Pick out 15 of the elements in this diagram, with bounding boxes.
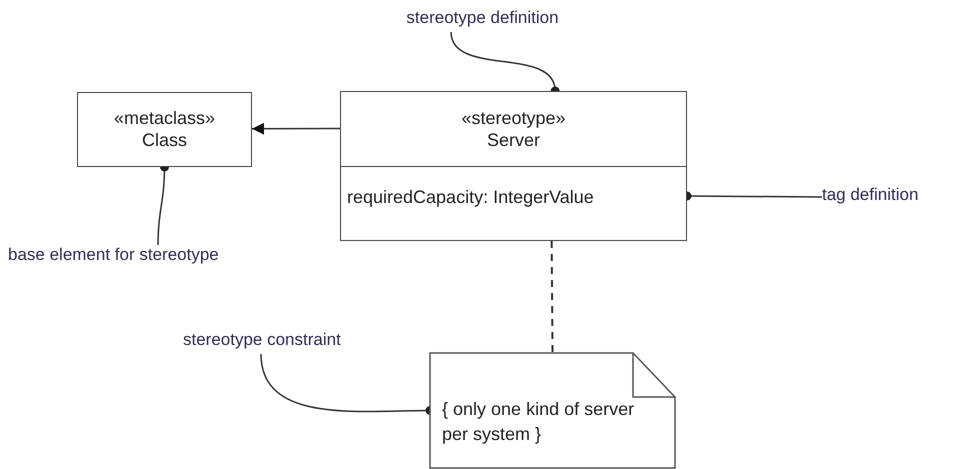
attribute-text: requiredCapacity: IntegerValue (346, 186, 595, 208)
callout-label: tag definition (822, 185, 952, 209)
stereotype-keyword: «metaclass» (114, 107, 216, 129)
callout-label: stereotype constraint (183, 330, 378, 354)
extension-arrow (252, 122, 340, 135)
class-name: Server (486, 129, 540, 151)
class-box (77, 92, 252, 167)
dependency-line (550, 241, 554, 353)
callout-label: stereotype definition (390, 8, 575, 32)
note (430, 353, 675, 468)
constraint-text: { only one kind of server per system } (442, 398, 635, 446)
callout-label: base element for stereotype (8, 245, 308, 269)
stereotype-keyword: «stereotype» (461, 107, 566, 129)
class-box (340, 91, 687, 241)
class-name: Class (142, 129, 187, 151)
